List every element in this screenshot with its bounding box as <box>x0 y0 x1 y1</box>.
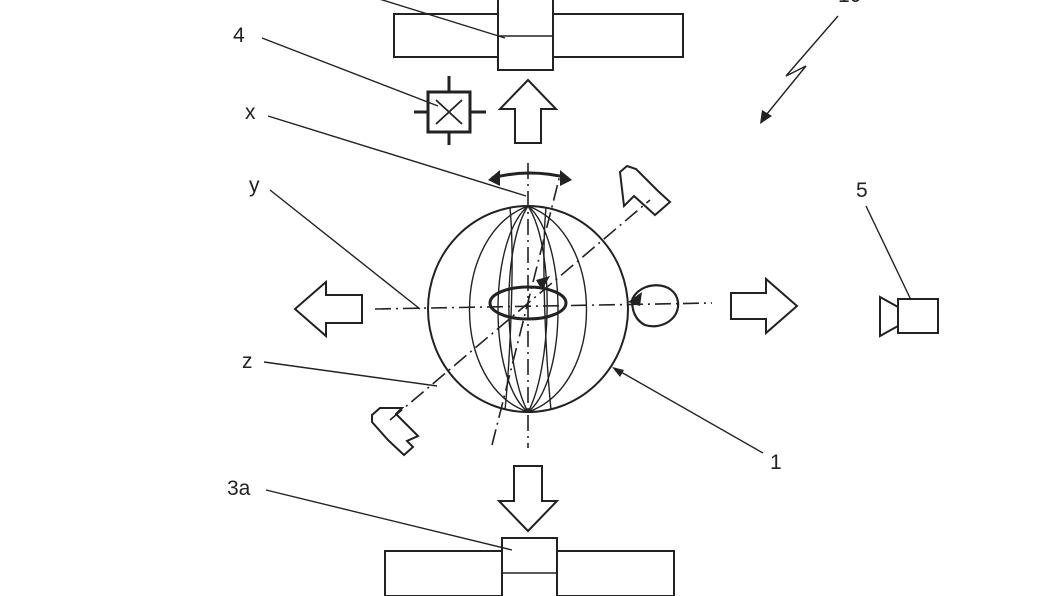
camera-icon <box>879 295 939 338</box>
label-10: 10 <box>838 0 861 7</box>
label-z: z <box>242 350 253 373</box>
label-x: x <box>245 101 256 124</box>
top-panel-left <box>393 13 499 58</box>
arrow-diag-lowerleft-icon <box>371 407 420 457</box>
arrow-right-icon <box>730 276 799 336</box>
bottom-satellite <box>384 537 675 596</box>
top-satellite <box>380 0 684 71</box>
label-1: 1 <box>770 451 782 474</box>
arrow-diag-upright-icon <box>618 164 672 217</box>
y-axis-line <box>374 302 713 310</box>
label-5: 5 <box>856 179 868 202</box>
leader-x <box>267 115 527 197</box>
top-body <box>497 0 554 71</box>
bottom-panel-right <box>556 550 675 596</box>
arrow-down-icon <box>496 465 560 533</box>
target-marker-icon <box>414 76 486 145</box>
leader-10 <box>761 15 839 121</box>
leader-4 <box>261 37 439 107</box>
label-y: y <box>249 174 260 197</box>
rotation-arrow-icon <box>488 170 680 328</box>
leader-5 <box>865 205 912 301</box>
leader-z <box>263 361 438 387</box>
bottom-panel-left <box>384 550 503 596</box>
leader-1 <box>613 367 764 454</box>
tilted-axis-line <box>491 174 561 446</box>
leader-y <box>269 189 421 310</box>
bottom-body <box>501 537 558 596</box>
top-panel-right <box>552 13 684 58</box>
top-leader-line <box>380 0 506 39</box>
arrow-up-icon <box>497 78 559 144</box>
label-3a: 3a <box>227 477 251 500</box>
z-axis-line <box>389 199 651 421</box>
label-4: 4 <box>233 24 245 47</box>
axes <box>374 163 713 448</box>
arrow-left-icon <box>293 279 363 339</box>
sphere <box>427 205 629 413</box>
arrow-icon <box>293 78 799 533</box>
leader-3a <box>265 489 513 551</box>
